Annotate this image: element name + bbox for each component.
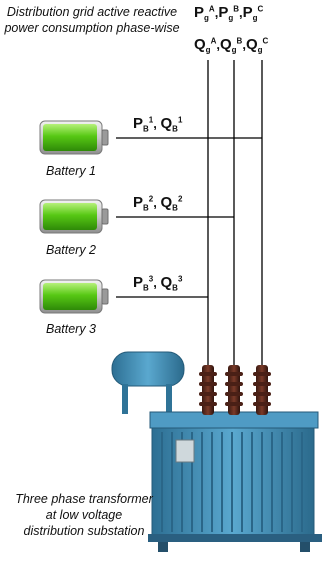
grid-power-caption: Distribution grid active reactive power …	[4, 4, 180, 36]
battery-3-icon	[40, 280, 108, 313]
grid-reactive-power-label: QgA,QgB,QgC	[194, 36, 268, 55]
battery-3-label: Battery 3	[21, 322, 121, 336]
bushing-b	[225, 365, 243, 415]
transformer-caption: Three phase transformer at low voltage d…	[14, 491, 154, 539]
conservator-tank	[112, 352, 184, 386]
bushing-a	[199, 365, 217, 415]
battery-1-icon	[40, 121, 108, 154]
battery-1-label: Battery 1	[21, 164, 121, 178]
grid-active-power-label: PgA,PgB,PgC	[194, 4, 263, 23]
battery-2-label: Battery 2	[21, 243, 121, 257]
battery-1-power-label: PB1, QB1	[133, 115, 182, 134]
battery-3-power-label: PB3, QB3	[133, 274, 182, 293]
battery-2-power-label: PB2, QB2	[133, 194, 182, 213]
battery-2-icon	[40, 200, 108, 233]
bushing-c	[253, 365, 271, 415]
phase-wires	[208, 60, 262, 365]
